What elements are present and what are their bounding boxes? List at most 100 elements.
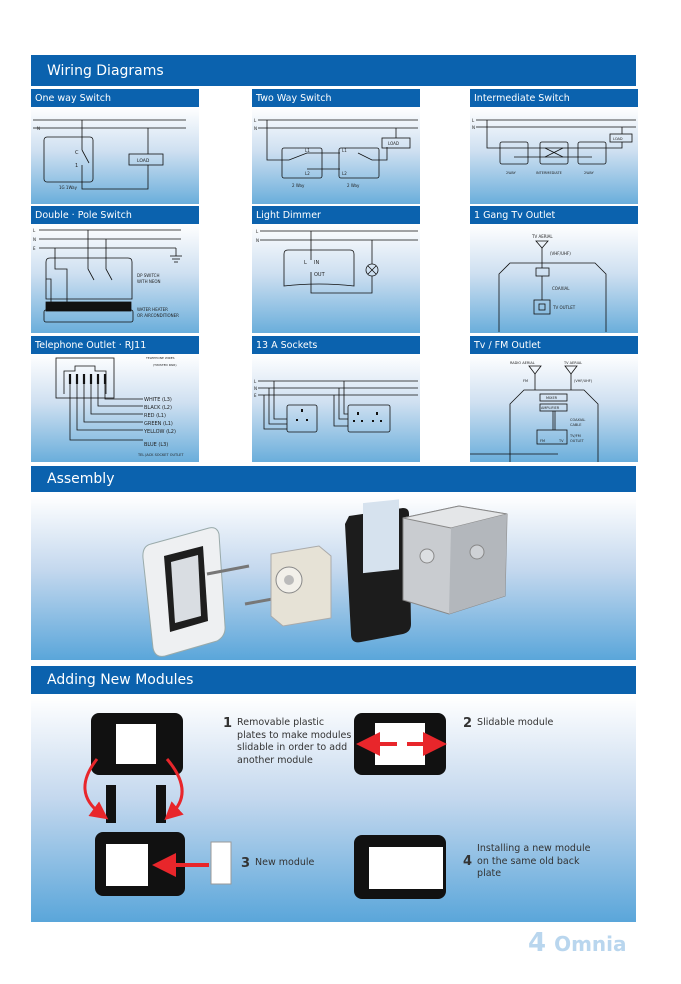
step4-backplate [354, 835, 446, 899]
svg-text:LOAD: LOAD [137, 158, 150, 164]
svg-text:LOAD: LOAD [613, 137, 623, 141]
panel-title-two-way: Two Way Switch [252, 89, 420, 107]
diagram-double-pole-switch: L N E DP SWITCH WITH NEON WATER HEATER O… [31, 224, 199, 333]
section-header-adding-modules: Adding New Modules [31, 666, 636, 694]
diagram-intermediate-switch: L N LOAD 2WAY INTERMEDIATE 2WAY [470, 107, 638, 204]
svg-text:2 Way: 2 Way [347, 183, 360, 188]
svg-text:BLACK (L2): BLACK (L2) [144, 405, 172, 411]
svg-text:E: E [254, 393, 257, 398]
svg-text:TV: TV [558, 439, 564, 443]
assembly-illustration [31, 496, 636, 660]
svg-text:IN: IN [314, 260, 319, 266]
svg-text:E: E [33, 246, 36, 251]
switch-module-image [270, 545, 332, 627]
svg-text:LOAD: LOAD [388, 141, 399, 146]
diagram-two-way-switch: L N LOAD L1 L2 L1 L2 2 Way 2 Way [252, 107, 420, 204]
curved-red-arrows [83, 758, 184, 821]
diagram-one-way-switch: N C 1 LOAD 1G 1Way [31, 107, 199, 204]
new-module-image [210, 841, 232, 885]
svg-text:RADIO AERIAL: RADIO AERIAL [510, 361, 535, 365]
svg-text:YELLOW (L2): YELLOW (L2) [143, 429, 176, 435]
svg-text:OUT: OUT [314, 272, 326, 278]
brand-name: Omnia [554, 932, 627, 956]
svg-text:N: N [256, 238, 259, 243]
section-title: Adding New Modules [47, 672, 194, 688]
svg-text:L2: L2 [305, 171, 310, 176]
svg-text:L2: L2 [342, 171, 347, 176]
svg-text:L: L [254, 118, 257, 123]
svg-text:INTERMEDIATE: INTERMEDIATE [536, 171, 562, 175]
panel-title-tv-fm: Tv / FM Outlet [470, 336, 638, 354]
svg-text:L1: L1 [305, 148, 310, 153]
page-footer: 4 Omnia [528, 928, 627, 958]
back-box-image [402, 505, 508, 615]
svg-text:N: N [472, 125, 475, 130]
svg-text:TEL JACK SOCKET OUTLET: TEL JACK SOCKET OUTLET [137, 453, 184, 457]
panel-title-light-dimmer: Light Dimmer [252, 206, 420, 224]
svg-text:L: L [304, 260, 307, 266]
svg-text:WHITE (L3): WHITE (L3) [144, 397, 172, 403]
diagram-light-dimmer: L N L IN OUT [252, 224, 420, 333]
svg-text:1G 1Way: 1G 1Way [59, 185, 78, 190]
svg-text:CABLE: CABLE [570, 423, 581, 427]
svg-text:FM: FM [523, 379, 528, 383]
panel-title-double-pole: Double · Pole Switch [31, 206, 199, 224]
svg-text:2WAY: 2WAY [506, 171, 517, 175]
panel-title-tv-outlet: 1 Gang Tv Outlet [470, 206, 638, 224]
frame-image [345, 499, 411, 643]
section-title: Assembly [47, 471, 115, 487]
panel-title-telephone: Telephone Outlet · RJ11 [31, 336, 199, 354]
section-title: Wiring Diagrams [47, 62, 164, 79]
svg-text:COAXIAL: COAXIAL [570, 418, 585, 422]
svg-text:WATER HEATER: WATER HEATER [137, 307, 168, 312]
svg-text:RED (L1): RED (L1) [144, 413, 166, 419]
svg-text:L1: L1 [342, 148, 347, 153]
svg-text:TV/FM: TV/FM [569, 434, 581, 438]
svg-text:(TWISTED PAIR): (TWISTED PAIR) [153, 363, 177, 367]
svg-text:(VHF/UHF): (VHF/UHF) [550, 251, 571, 256]
removed-plates [106, 785, 166, 823]
diagram-tv-fm-outlet: RADIO AERIAL TV AERIAL FM (VHF/UHF) MIXE… [470, 354, 638, 462]
svg-text:2WAY: 2WAY [584, 171, 595, 175]
page-number: 4 [528, 928, 547, 958]
svg-text:TV AERIAL: TV AERIAL [531, 234, 553, 239]
svg-text:WITH NEON: WITH NEON [137, 279, 161, 284]
diagram-1-gang-tv-outlet: TV AERIAL (VHF/UHF) COAXIAL TV OUTLET [470, 224, 638, 333]
svg-text:N: N [37, 126, 40, 131]
panel-title-one-way: One way Switch [31, 89, 199, 107]
svg-text:OR AIRCONDITIONER: OR AIRCONDITIONER [137, 313, 179, 318]
faceplate-image [142, 527, 226, 657]
svg-text:TELEPHONE WIRES: TELEPHONE WIRES [145, 356, 175, 360]
panel-title-intermediate: Intermediate Switch [470, 89, 638, 107]
svg-text:C: C [75, 150, 79, 156]
svg-text:2 Way: 2 Way [292, 183, 305, 188]
svg-text:OUTLET: OUTLET [570, 439, 585, 443]
svg-text:FM: FM [540, 439, 545, 443]
svg-text:L: L [254, 379, 257, 384]
svg-text:N: N [254, 386, 257, 391]
svg-text:COAXIAL: COAXIAL [552, 286, 570, 291]
svg-text:GREEN (L1): GREEN (L1) [144, 421, 173, 427]
svg-text:AMPLIFIER: AMPLIFIER [541, 406, 560, 410]
section-header-assembly: Assembly [31, 466, 636, 492]
svg-text:TV AERIAL: TV AERIAL [563, 361, 582, 365]
section-header-wiring-diagrams: Wiring Diagrams [31, 55, 636, 86]
svg-text:L: L [256, 229, 259, 234]
svg-text:1: 1 [75, 163, 78, 169]
diagram-telephone-outlet: WHITE (L3) BLACK (L2) RED (L1) GREEN (L1) YE… [31, 354, 199, 462]
svg-text:N: N [254, 126, 257, 131]
svg-text:TV OUTLET: TV OUTLET [552, 305, 576, 310]
svg-text:N: N [33, 237, 36, 242]
svg-text:BLUE (L3): BLUE (L3) [144, 442, 168, 448]
svg-text:L: L [472, 118, 475, 123]
diagram-13a-sockets: L N E [252, 354, 420, 462]
step3-backplate [95, 832, 185, 896]
step2-backplate [354, 713, 447, 775]
panel-title-13a-sockets: 13 A Sockets [252, 336, 420, 354]
step1-backplate [91, 713, 183, 775]
